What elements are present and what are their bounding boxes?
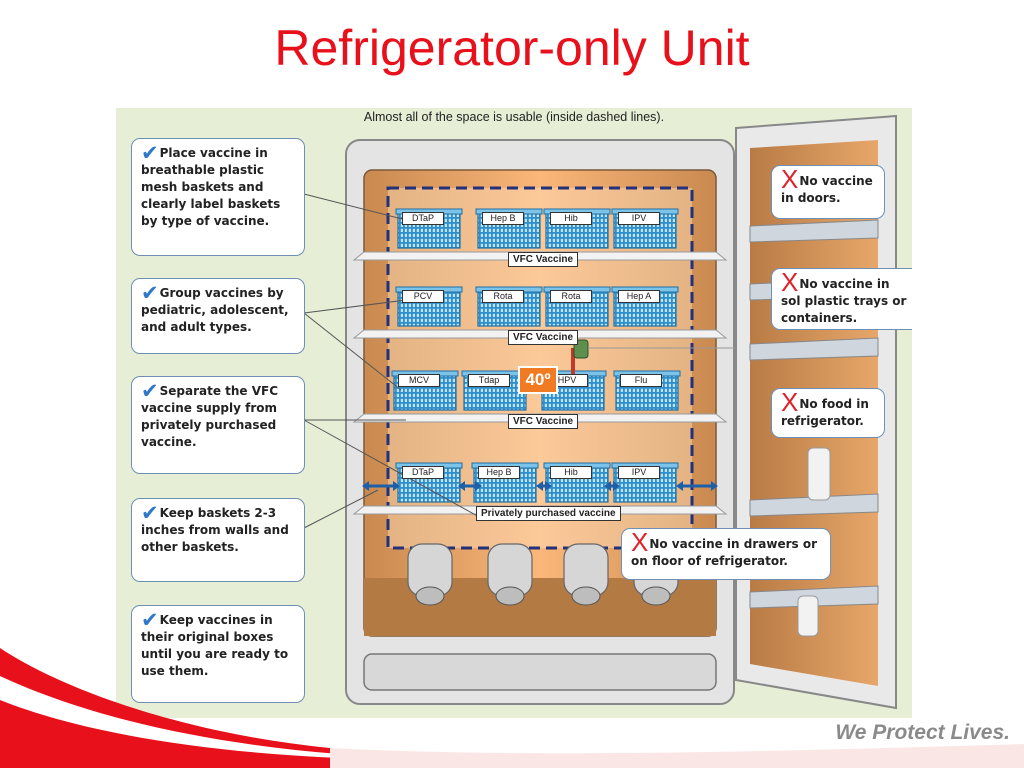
floor-bottles [407,543,679,606]
basket-label: DTaP [402,466,444,479]
dashed-boundary [386,186,694,550]
bottle-cap [415,586,445,606]
cross-icon: X [631,527,649,557]
callout-text: Keep vaccines in their original boxes un… [141,613,289,678]
interior-floor [364,578,716,636]
arrow-head [362,481,369,491]
footer-swoosh [0,648,1024,768]
thermometer-probe [571,348,575,384]
basket-label: DTaP [402,212,444,225]
arrow-head [475,481,482,491]
arrow-head [545,481,552,491]
check-icon: ✔ [141,608,159,632]
check-icon: ✔ [141,141,159,165]
shelf-tag: VFC Vaccine [508,252,579,267]
basket-label: Rota [550,290,592,303]
cross-icon: X [781,267,799,297]
callout-no-doors: XNo vaccine in doors. [771,165,885,219]
arrow-head [613,481,620,491]
door-shelf [749,219,879,243]
bottle-cap [495,586,525,606]
cross-icon: X [781,387,799,417]
basket-label: IPV [618,466,660,479]
bottle-cap [571,586,601,606]
check-icon: ✔ [141,501,159,525]
swoosh-underline [330,744,1024,768]
basket-label: Rota [482,290,524,303]
shelf-tag: VFC Vaccine [508,330,579,345]
check-icon: ✔ [141,379,159,403]
basket-label: Hep A [618,290,660,303]
leader-lines [303,193,482,529]
callout-text: Place vaccine in breathable plastic mesh… [141,146,281,228]
door-bottles [797,447,831,637]
shelf-tag: VFC Vaccine [508,414,579,429]
basket-label: Flu [620,374,662,387]
arrow-head [604,481,611,491]
refrigerator-diagram: Almost all of the space is usable (insid… [116,108,912,718]
slide-title: Refrigerator-only Unit [274,20,750,76]
basket-label: MCV [398,374,440,387]
swoosh-red [0,648,330,768]
door-bottle [807,447,831,501]
callout-text: No vaccine in doors. [781,174,873,205]
arrow-head [393,481,400,491]
callout-no-trays: XNo vaccine in sol plastic trays or cont… [771,268,912,330]
arrow-head [458,481,465,491]
bottle-cap [641,586,671,606]
callout-text: No vaccine in sol plastic trays or conta… [781,277,907,325]
callout-text: No food in refrigerator. [781,397,869,428]
check-icon: ✔ [141,281,159,305]
shelf-tag: Privately purchased vaccine [476,506,621,521]
diagram-caption: Almost all of the space is usable (insid… [363,110,665,124]
callout-original-boxes: ✔Keep vaccines in their original boxes u… [131,605,305,703]
basket-label: IPV [618,212,660,225]
callout-group-vaccines: ✔Group vaccines by pediatric, adolescent… [131,278,305,354]
basket-label: Hep B [478,466,520,479]
callout-text: No vaccine in drawers or on floor of ref… [631,537,817,568]
callout-no-drawers: XNo vaccine in drawers or on floor of re… [621,528,831,580]
callout-separate-vfc: ✔Separate the VFC vaccine supply from pr… [131,376,305,474]
arrow-head [536,481,543,491]
arrow-head [676,481,683,491]
basket-label: Hib [550,212,592,225]
basket-label: PCV [402,290,444,303]
callout-text: Separate the VFC vaccine supply from pri… [141,384,279,449]
callout-text: Group vaccines by pediatric, adolescent,… [141,286,289,334]
door-shelf [749,493,879,517]
door-bottle [797,595,819,637]
callout-mesh-baskets: ✔Place vaccine in breathable plastic mes… [131,138,305,256]
arrow-head [711,481,718,491]
basket-label: Tdap [468,374,510,387]
cross-icon: X [781,164,799,194]
footer-tagline: We Protect Lives. [835,721,1010,744]
bottom-drawer [363,653,717,691]
callout-text: Keep baskets 2-3 inches from walls and o… [141,506,289,554]
callout-basket-spacing: ✔Keep baskets 2-3 inches from walls and … [131,498,305,582]
basket-label: Hib [550,466,592,479]
callout-no-food: XNo food in refrigerator. [771,388,885,438]
basket-label: Hep B [482,212,524,225]
temperature-badge: 40º [518,366,558,394]
swoosh-white [0,676,340,758]
spacing-arrows [362,481,718,491]
door-shelf [749,337,879,361]
